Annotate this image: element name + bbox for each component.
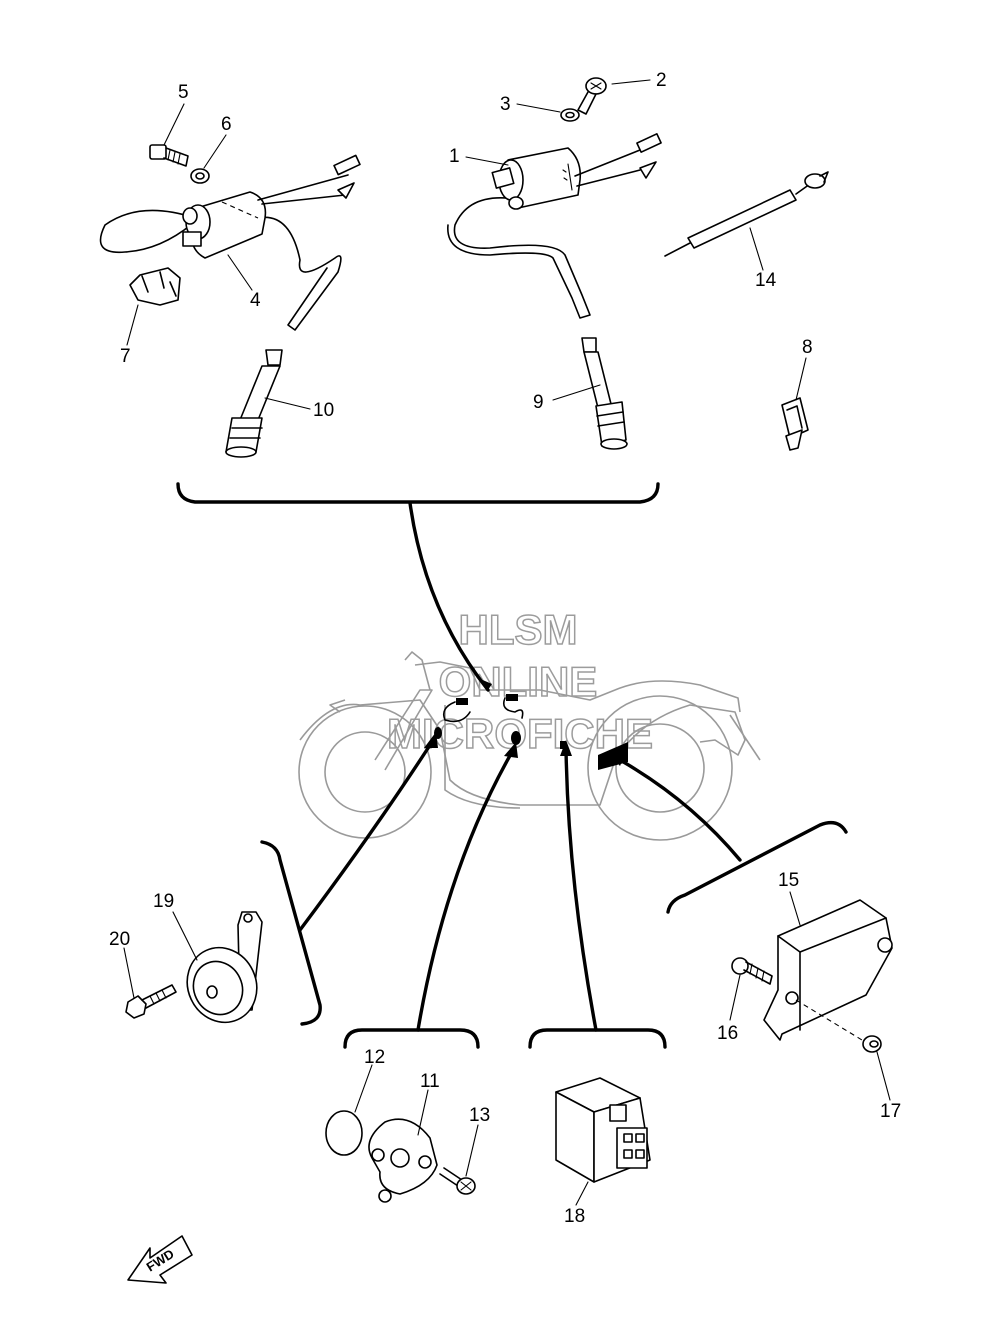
callout-leaders — [123, 79, 891, 1206]
clamp-7 — [129, 267, 181, 306]
callout-7: 7 — [120, 346, 131, 367]
callout-13: 13 — [469, 1105, 490, 1126]
screw-2 — [577, 77, 607, 115]
watermark-line1: HLSM — [459, 606, 578, 653]
clip-8 — [781, 397, 809, 451]
ignition-coil-1 — [447, 133, 662, 319]
callout-15: 15 — [778, 870, 799, 891]
watermark: HLSM ONLINE MICROFICHE — [386, 605, 654, 758]
group-bracket-ignition — [176, 482, 660, 692]
callout-4: 4 — [250, 290, 261, 311]
callout-17: 17 — [880, 1101, 901, 1122]
bolt-16 — [731, 957, 773, 985]
bolt-5 — [149, 144, 189, 167]
callout-16: 16 — [717, 1023, 738, 1044]
group-bracket-rectifier — [610, 752, 848, 914]
rectifier-regulator-15 — [763, 899, 893, 1041]
callout-6: 6 — [221, 114, 232, 135]
watermark-line3: MICROFICHE — [387, 710, 653, 757]
callout-19: 19 — [153, 891, 174, 912]
callout-5: 5 — [178, 82, 189, 103]
group-bracket-sensor — [343, 742, 518, 1049]
ignition-coil-4 — [99, 154, 361, 331]
callout-14: 14 — [755, 270, 777, 291]
spark-plug-cap-9 — [581, 337, 628, 450]
horn-19 — [186, 911, 263, 1024]
callout-18: 18 — [564, 1206, 585, 1227]
callout-1: 1 — [449, 146, 460, 167]
callout-12: 12 — [364, 1047, 385, 1068]
callout-20: 20 — [109, 929, 130, 950]
forward-direction-arrow: FWD — [127, 1235, 193, 1284]
callout-11: 11 — [420, 1071, 440, 1092]
sensor-11 — [368, 1118, 438, 1203]
relay-18 — [555, 1077, 651, 1183]
nut-17 — [862, 1035, 882, 1053]
spark-plug-cap-10 — [225, 349, 283, 458]
screw-13 — [439, 1167, 476, 1195]
ground-lead-14 — [664, 171, 829, 257]
callout-8: 8 — [802, 337, 813, 358]
callout-2: 2 — [656, 70, 667, 91]
callout-10: 10 — [313, 400, 334, 421]
callout-3: 3 — [500, 94, 511, 115]
callout-numbers: 1 2 3 4 5 6 7 8 9 10 11 12 13 14 15 16 1… — [109, 70, 901, 1227]
o-ring-12 — [325, 1110, 363, 1156]
group-bracket-relay — [528, 740, 667, 1049]
group-bracket-horn — [260, 732, 438, 1026]
bolt-20 — [125, 984, 177, 1019]
callout-9: 9 — [533, 392, 544, 413]
